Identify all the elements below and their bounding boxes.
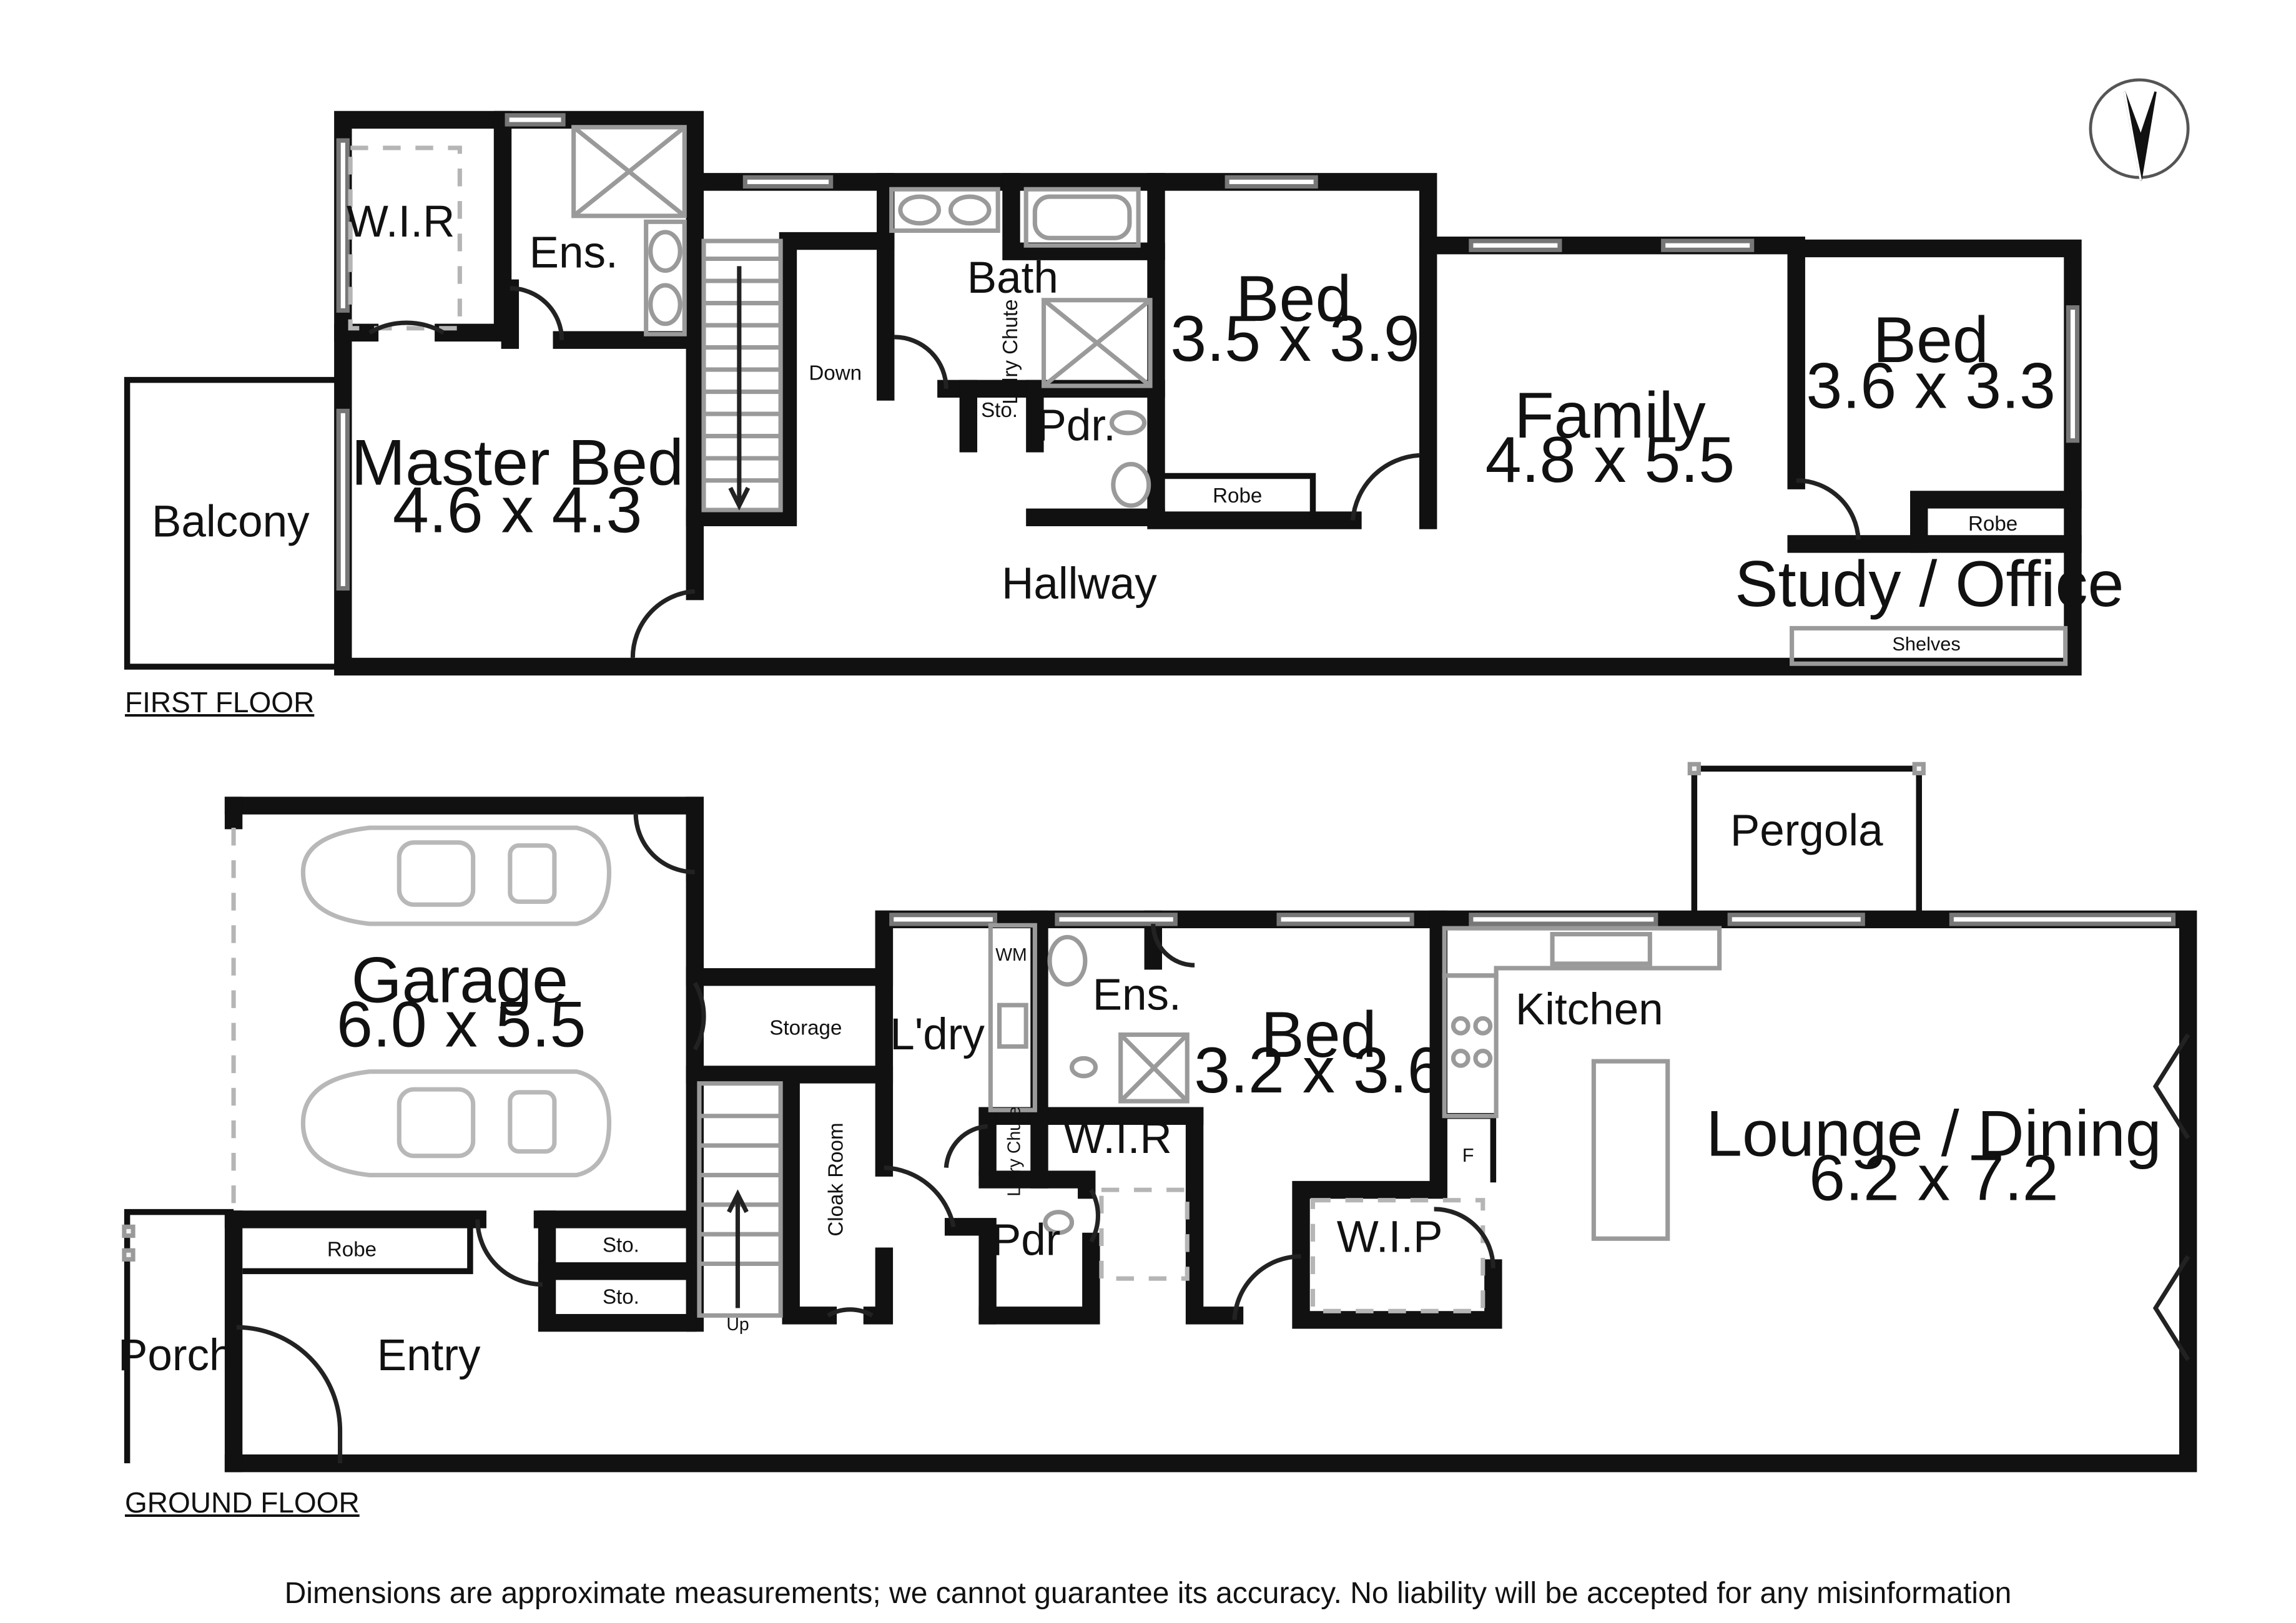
car-2-icon — [300, 1069, 612, 1177]
stairs-up-label: Up — [726, 1315, 749, 1335]
compass-north-arrow-icon — [2089, 78, 2190, 181]
robe-label: Robe — [327, 1238, 377, 1262]
garage-size: 6.0 x 5.5 — [337, 988, 586, 1061]
car-1-icon — [300, 825, 612, 926]
first-floor-plan — [124, 110, 2082, 676]
wip-label: W.I.P — [1337, 1213, 1443, 1262]
bed2-size: 3.5 x 3.9 — [1170, 303, 1420, 375]
balcony-label: Balcony — [152, 498, 310, 547]
ground-bed-name: Bed — [1261, 999, 1376, 1071]
bed2-name: Bed — [1236, 263, 1351, 335]
bed3-size: 3.6 x 3.3 — [1806, 350, 2056, 423]
sto-1-label: Sto. — [603, 1234, 639, 1257]
family-size: 4.8 x 5.5 — [1486, 424, 1735, 496]
bed2-wall — [1147, 173, 1362, 529]
kitchen-label: Kitchen — [1515, 985, 1663, 1034]
ground-bed-size: 3.2 x 3.6 — [1194, 1034, 1444, 1107]
first-floor-title: FIRST FLOOR — [125, 686, 315, 718]
ground-powder-label: Pdr — [992, 1215, 1061, 1265]
balcony-outline — [124, 376, 343, 670]
bed2-robe-label: Robe — [1213, 484, 1262, 507]
master-bed-size: 4.6 x 4.3 — [393, 474, 643, 547]
porch-label: Porch — [118, 1331, 234, 1380]
garage-name: Garage — [352, 944, 568, 1016]
ground-floor-title: GROUND FLOOR — [125, 1486, 360, 1519]
entry-label: Entry — [377, 1331, 481, 1380]
stairs-down-label: Down — [809, 362, 862, 385]
storage-label: Storage — [769, 1017, 842, 1040]
first-powder-label: Pdr. — [1037, 401, 1116, 451]
fridge-label: F — [1462, 1144, 1474, 1166]
first-storage-label: Sto. — [981, 399, 1018, 422]
stair-wall — [686, 232, 895, 527]
washing-machine-label: WM — [995, 945, 1027, 965]
study-label: Study / Office — [1735, 548, 2124, 620]
ground-ensuite-label: Ens. — [1093, 970, 1181, 1019]
laundry-label: L'dry — [890, 1010, 985, 1059]
ground-laundry-chute-label: L'dry Chute — [1005, 1106, 1025, 1196]
pergola-outline — [1691, 765, 1922, 919]
sto-2-label: Sto. — [603, 1285, 639, 1308]
hallway-label: Hallway — [1002, 559, 1157, 609]
disclaimer-text: Dimensions are approximate measurements;… — [284, 1577, 2012, 1610]
first-floor-stairs — [701, 238, 783, 512]
lounge-dining-size: 6.2 x 7.2 — [1809, 1142, 2059, 1215]
first-laundry-chute-label: L'dry Chute — [999, 299, 1022, 404]
bed3-name: Bed — [1873, 304, 1989, 376]
porch-outline — [124, 1209, 234, 1464]
bath-label: Bath — [967, 253, 1058, 303]
master-bed-name: Master Bed — [351, 427, 684, 499]
shelves-label: Shelves — [1892, 633, 1960, 655]
ground-floor-plan — [122, 762, 2197, 1473]
family-name: Family — [1514, 380, 1706, 452]
cloak-room-label: Cloak Room — [825, 1122, 848, 1236]
pergola-label: Pergola — [1730, 806, 1883, 855]
ground-wir-label: W.I.R — [1063, 1114, 1172, 1163]
wir-label: W.I.R — [347, 197, 455, 247]
lounge-dining-name: Lounge / Dining — [1706, 1098, 2162, 1170]
bed3-robe-label: Robe — [1968, 512, 2018, 536]
ensuite-label: Ens. — [530, 228, 618, 278]
